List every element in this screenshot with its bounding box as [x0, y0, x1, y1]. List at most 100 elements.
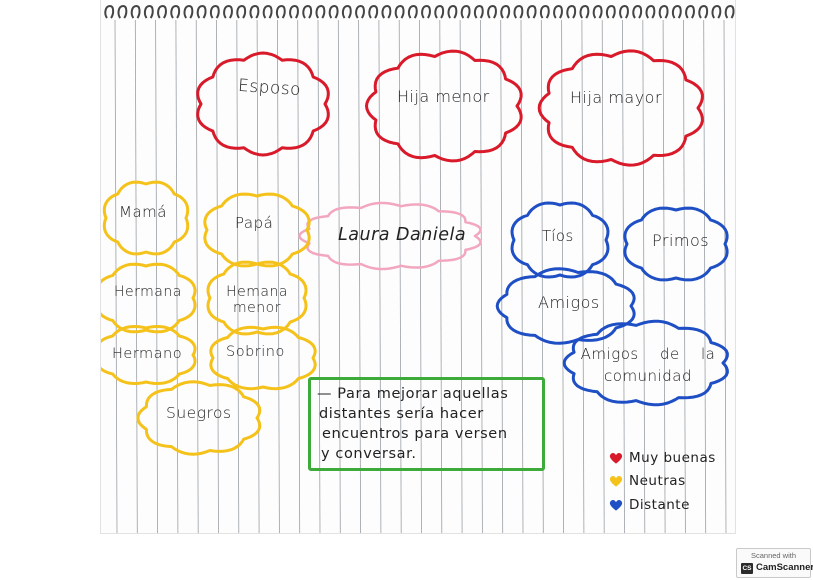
- legend-muy-buenas: Muy buenas: [609, 450, 716, 466]
- cloud-amigos: [495, 267, 636, 345]
- cloud-label-hemana-menor: Hemana menor: [226, 284, 288, 317]
- spiral-ring: [500, 4, 511, 19]
- note-line-1: — Para mejorar aquellas: [317, 386, 509, 402]
- spiral-ring: [539, 4, 550, 19]
- ruled-line: [317, 19, 321, 533]
- center-name: Laura Daniela: [338, 225, 467, 245]
- cloud-mama: [102, 180, 190, 256]
- ruled-line: [358, 19, 362, 533]
- ruled-line: [520, 19, 524, 533]
- ruled-line: [276, 19, 280, 533]
- cloud-label-primos: Primos: [652, 231, 710, 250]
- spiral-ring: [394, 4, 405, 19]
- spiral-ring: [460, 4, 471, 19]
- spiral-ring: [104, 4, 115, 19]
- ruled-lines: [114, 19, 727, 533]
- ruled-line: [419, 19, 422, 533]
- ruled-line: [703, 19, 707, 533]
- ruled-line: [398, 19, 402, 533]
- legend-label-neutras: Neutras: [629, 473, 686, 489]
- cloud-label-amigos: Amigos: [538, 293, 600, 312]
- cloud-sobrino: [209, 325, 317, 391]
- red-heart-icon: [609, 453, 623, 464]
- spiral-ring: [355, 4, 365, 19]
- cloud-label-amigos-comunidad: Amigos de la comunidad: [580, 345, 716, 385]
- spiral-ring: [553, 4, 563, 19]
- spiral-ring: [289, 4, 299, 19]
- spiral-ring: [275, 4, 286, 19]
- ruled-line: [723, 19, 727, 533]
- cloud-label-tios: Tíos: [542, 227, 574, 245]
- spiral-ring: [447, 4, 458, 19]
- note-line-2: distantes sería hacer: [319, 406, 484, 422]
- spiral-ring: [513, 4, 524, 19]
- note-line-4: y conversar.: [321, 446, 417, 462]
- cloud-label-hermana: Hermana: [114, 284, 182, 300]
- spiral-ring: [315, 4, 326, 19]
- watermark-caption: Scanned with: [750, 551, 797, 560]
- cloud-label-mama: Mamá: [119, 203, 167, 221]
- spiral-ring: [407, 4, 418, 19]
- cloud-label-hermano: Hermano: [112, 346, 183, 362]
- spiral-ring: [157, 4, 167, 19]
- ruled-line: [500, 19, 504, 533]
- suggestion-note-box: — Para mejorar aquellas distantes sería …: [308, 377, 545, 471]
- spiral-ring: [671, 4, 682, 19]
- spiral-ring: [526, 4, 537, 19]
- yellow-heart-icon: [609, 476, 623, 487]
- spiral-ring: [645, 4, 656, 19]
- spiral-ring: [658, 4, 669, 19]
- legend-neutras: Neutras: [609, 473, 686, 489]
- ruled-line: [378, 19, 382, 533]
- ruled-line: [256, 19, 260, 533]
- cloud-esposo: [196, 51, 330, 157]
- cloud-label-hija-mayor: Hija mayor: [570, 88, 663, 107]
- ruled-line: [155, 19, 158, 533]
- ruled-line: [134, 19, 138, 533]
- spiral-binding: [104, 4, 735, 19]
- spiral-ring: [196, 4, 207, 19]
- watermark-brand: CamScanner: [756, 562, 813, 573]
- spiral-ring: [117, 4, 128, 19]
- ruled-line: [114, 19, 118, 533]
- cloud-hermano: [101, 325, 197, 385]
- spiral-ring: [579, 4, 590, 19]
- cloud-hija-menor: [365, 49, 523, 163]
- spiral-ring: [566, 4, 577, 19]
- legend-label-muy-buenas: Muy buenas: [629, 450, 716, 466]
- spiral-ring: [183, 4, 194, 19]
- spiral-ring: [434, 4, 445, 19]
- spiral-ring: [698, 4, 709, 19]
- cloud-label-papa: Papá: [235, 214, 274, 232]
- spiral-ring: [236, 4, 247, 19]
- spiral-ring: [619, 4, 629, 19]
- cloud-amigos-comunidad: [562, 319, 729, 407]
- ruled-line: [601, 19, 605, 533]
- ruled-line: [195, 19, 199, 533]
- spiral-ring: [724, 4, 735, 19]
- legend-label-distante: Distante: [629, 497, 690, 513]
- spiral-ring: [262, 4, 273, 19]
- cloud-layer: [101, 49, 729, 456]
- ruled-line: [479, 19, 483, 533]
- cloud-label-sobrino: Sobrino: [226, 344, 285, 360]
- cloud-hija-mayor: [537, 49, 704, 167]
- spiral-ring: [368, 4, 379, 19]
- ruled-line: [175, 19, 179, 533]
- spiral-ring: [632, 4, 643, 19]
- ruled-line: [662, 19, 666, 533]
- ruled-line: [439, 19, 443, 533]
- ruled-line: [683, 19, 686, 533]
- camscanner-watermark: Scanned with CS CamScanner: [736, 548, 813, 578]
- spiral-ring: [487, 4, 497, 19]
- spiral-ring: [328, 4, 339, 19]
- spiral-ring: [143, 4, 154, 19]
- spiral-ring: [685, 4, 695, 19]
- cloud-hemana-menor: [206, 260, 308, 336]
- camscanner-logo-icon: CS: [741, 563, 753, 574]
- spiral-ring: [473, 4, 484, 19]
- ruled-line: [337, 19, 341, 533]
- spiral-ring: [421, 4, 431, 19]
- note-line-3: encuentros para versen: [322, 426, 508, 442]
- ruled-line: [581, 19, 585, 533]
